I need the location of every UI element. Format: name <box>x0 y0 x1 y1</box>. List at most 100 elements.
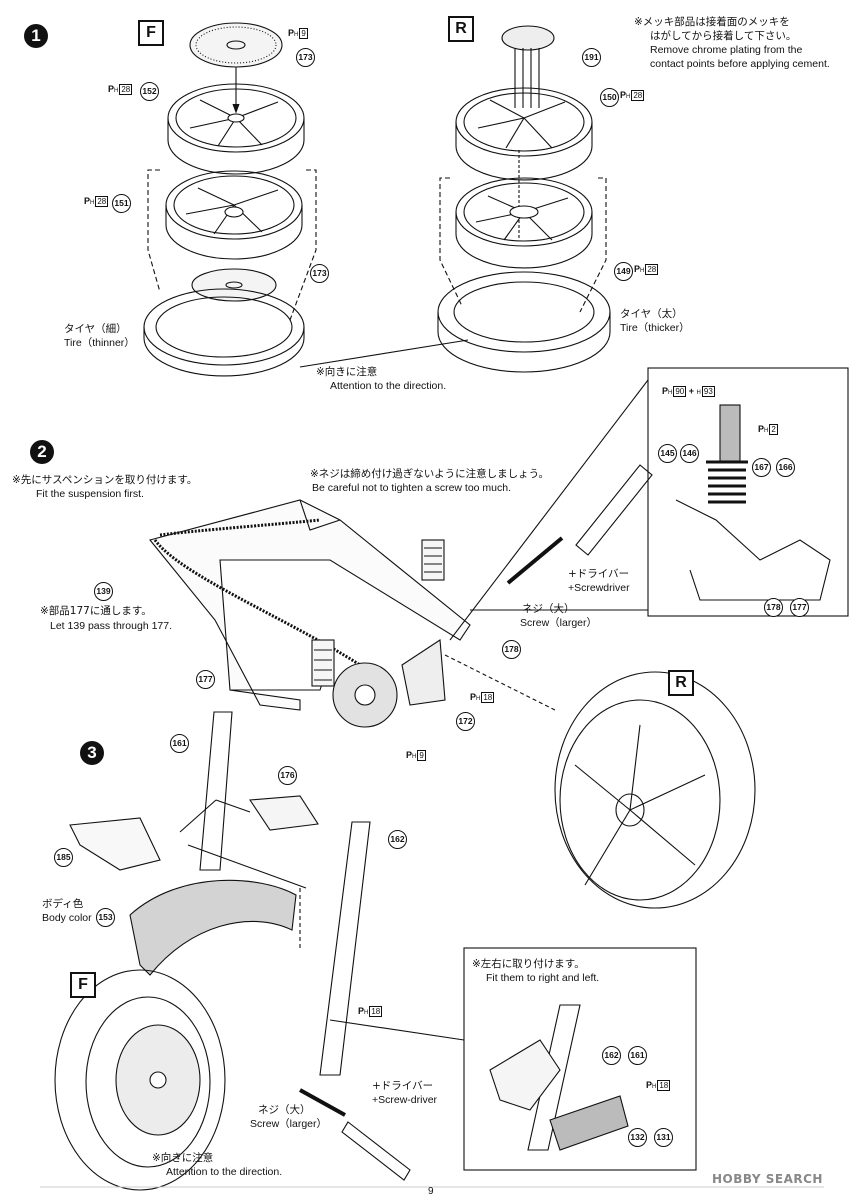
chrome-note-jp-1: ※メッキ部品は接着面のメッキを <box>634 16 790 28</box>
part-149: 149 <box>614 262 633 281</box>
pass-through-note-jp: ※部品177に通します。 <box>40 605 152 617</box>
body-color-label-jp: ボディ色 <box>42 898 84 910</box>
screw-large-step3 <box>299 1088 346 1117</box>
fit-lr-note-en: Fit them to right and left. <box>486 972 600 984</box>
rear-label-2: R <box>668 670 694 696</box>
shock-detail <box>675 404 831 601</box>
screw-note-jp: ※ネジは締め付け過ぎないように注意しましょう。 <box>310 468 549 480</box>
fork-tube-162 <box>319 821 371 1076</box>
part-185: 185 <box>54 848 73 867</box>
part-177-inset: 177 <box>790 598 809 617</box>
part-167: 167 <box>752 458 771 477</box>
suspension-note-jp: ※先にサスペンションを取り付けます。 <box>12 474 198 486</box>
fork-tube-161 <box>199 711 233 871</box>
part-178-inset: 178 <box>764 598 783 617</box>
rear-tire-thick <box>437 271 611 373</box>
part-146: 146 <box>680 444 699 463</box>
screwdriver2-label-jp: +ドライバー <box>372 1080 434 1092</box>
screwdriver-step3 <box>341 1121 411 1181</box>
screwdriver-label-jp: +ドライバー <box>568 568 630 580</box>
screwdriver-label-en: +Screwdriver <box>568 582 630 594</box>
chrome-note-en-1: Remove chrome plating from the <box>650 44 803 56</box>
fit-lr-note-jp: ※左右に取り付けます。 <box>472 958 585 970</box>
front-disc-173 <box>191 268 277 302</box>
caliper-detail <box>489 1004 629 1151</box>
rear-hub-plate-191 <box>501 25 555 51</box>
tire-thin-label-jp: タイヤ（細） <box>64 323 127 335</box>
part-173-bottom: 173 <box>310 264 329 283</box>
part-173-top: 173 <box>296 48 315 67</box>
front-wheel-half-152 <box>167 83 305 175</box>
front-label-1: F <box>138 20 164 46</box>
part-132: 132 <box>628 1128 647 1147</box>
caliper-detail-inset <box>463 947 697 1171</box>
rear-shock-left <box>311 539 445 687</box>
chrome-note-en-2: contact points before applying cement. <box>650 58 830 70</box>
bracket-176 <box>249 795 319 831</box>
suspension-note-en: Fit the suspension first. <box>36 488 144 500</box>
part-172: 172 <box>456 712 475 731</box>
part-191: 191 <box>582 48 601 67</box>
screw-note-en: Be careful not to tighten a screw too mu… <box>312 482 512 494</box>
part-131: 131 <box>654 1128 673 1147</box>
shock-detail-inset <box>647 367 849 617</box>
rear-wheel-assembled <box>554 671 756 909</box>
tire-thick-label-en: Tire（thicker） <box>620 322 690 334</box>
step-3-badge: 3 <box>80 741 104 765</box>
part-150: 150 <box>600 88 619 107</box>
screw-large2-label-en: Screw（larger） <box>250 1118 328 1130</box>
direction-note-jp-1: ※向きに注意 <box>316 366 378 378</box>
front-wheel-assembled <box>54 969 226 1191</box>
rear-label-1: R <box>448 16 474 42</box>
part-153: 153 <box>96 908 115 927</box>
part-161-inset: 161 <box>628 1046 647 1065</box>
direction-note-en-2: Attention to the direction. <box>166 1166 283 1178</box>
front-hub-plate-top <box>189 22 283 68</box>
front-tire-thin <box>143 288 305 377</box>
chrome-note-jp-2: はがしてから接着して下さい。 <box>650 30 797 42</box>
screwdriver-step2 <box>575 464 653 556</box>
page-number: 9 <box>428 1186 434 1197</box>
screwdriver2-label-en: +Screw-driver <box>372 1094 438 1106</box>
part-178-swingarm: 178 <box>502 640 521 659</box>
front-wheel-half-151 <box>165 170 303 260</box>
front-label-2: F <box>70 972 96 998</box>
tire-thin-label-en: Tire（thinner） <box>64 337 135 349</box>
part-166: 166 <box>776 458 795 477</box>
pass-through-note-en: Let 139 pass through 177. <box>50 620 173 632</box>
rear-wheel-half-150 <box>455 87 593 181</box>
hobby-search-logo: HOBBY SEARCH <box>712 1172 823 1186</box>
screw-large2-label-jp: ネジ（大） <box>258 1104 311 1116</box>
brake-caliper-172 <box>401 639 446 706</box>
step-1-badge: 1 <box>24 24 48 48</box>
part-176: 176 <box>278 766 297 785</box>
tire-thick-label-jp: タイヤ（太） <box>620 308 683 320</box>
part-162: 162 <box>388 830 407 849</box>
direction-note-en-1: Attention to the direction. <box>330 380 447 392</box>
rear-wheel-half-149 <box>455 177 593 269</box>
part-161: 161 <box>170 734 189 753</box>
step-2-badge: 2 <box>30 440 54 464</box>
top-bridge-185 <box>69 817 161 871</box>
part-162-inset: 162 <box>602 1046 621 1065</box>
part-145: 145 <box>658 444 677 463</box>
screw-large-label-jp: ネジ（大） <box>522 603 575 615</box>
rear-sprocket <box>332 662 398 728</box>
part-139: 139 <box>94 582 113 601</box>
part-152: 152 <box>140 82 159 101</box>
part-151: 151 <box>112 194 131 213</box>
direction-note-jp-2: ※向きに注意 <box>152 1152 214 1164</box>
screw-large-step2 <box>506 536 564 585</box>
